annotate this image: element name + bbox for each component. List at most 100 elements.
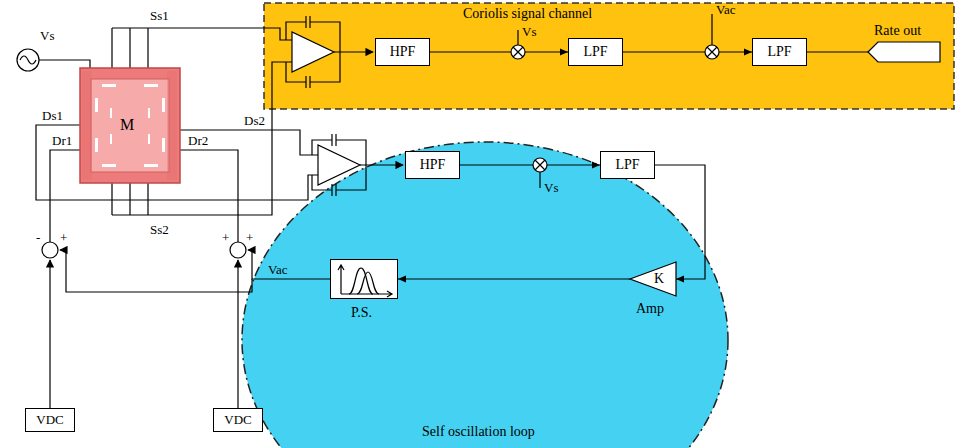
wire-group (17, 14, 712, 408)
connector-line (430, 51, 568, 52)
mixer (533, 158, 547, 172)
charge-amplifier (318, 145, 360, 185)
node-label: Amp (636, 300, 664, 317)
sensor-slit (148, 108, 150, 118)
response-curve (357, 272, 379, 294)
signal-wire (360, 164, 403, 165)
node-label: Self oscillation loop (422, 423, 535, 440)
bandpass-symbol (331, 260, 397, 298)
filter-box: LPF (600, 151, 655, 179)
sensor-slit (110, 134, 112, 144)
summing-junction (42, 242, 58, 258)
node-label: Coriolis signal channel (463, 5, 592, 22)
filter-box: HPF (405, 151, 460, 179)
region-fill (240, 140, 730, 448)
box-label: LPF (583, 44, 607, 60)
sensor-frame (80, 68, 180, 183)
bias-wire (237, 260, 238, 408)
sensor-slit (95, 138, 98, 152)
reference-wire (517, 30, 518, 45)
signal-label: Vac (716, 2, 736, 17)
connector-line (655, 165, 705, 279)
gain-amplifier: KAmp (630, 262, 676, 296)
sensor-slit (144, 164, 158, 167)
filter-box: VDC (213, 408, 263, 432)
signal-label: Vs (522, 24, 536, 39)
charge-amplifier (292, 32, 334, 72)
sensor-slit (102, 84, 116, 87)
signal-channel-region: Coriolis signal channelHPF LPF LPF Rate out (263, 2, 955, 110)
filter-box: VDC (25, 408, 75, 432)
connector-line (398, 278, 630, 279)
amplifier-outline (630, 262, 676, 296)
output-terminal: Rate out (868, 42, 940, 62)
region-outline (264, 3, 954, 109)
comb-finger (85, 71, 86, 180)
signal-label: + (60, 230, 67, 245)
comb-finger (87, 71, 88, 180)
mixer-cross (535, 160, 545, 170)
filter-box: LPF (752, 38, 807, 66)
comb-finger (83, 71, 84, 180)
oscillation-loop-region: Self oscillation loopHPFLPFKAmpP.S. (240, 140, 730, 448)
signal-label: Dr2 (188, 133, 208, 148)
arrowhead (676, 276, 684, 283)
comb-finger (176, 71, 177, 180)
signal-label: + (222, 230, 229, 245)
node-label: M (120, 115, 134, 134)
reference-wire (539, 172, 540, 188)
signal-label: Ss1 (150, 8, 169, 23)
feedback-capacitor (312, 134, 366, 196)
sensor-slit (162, 138, 165, 152)
signal-label: Ds1 (42, 108, 63, 123)
box-label: HPF (420, 157, 446, 173)
comb-finger (91, 71, 92, 180)
signal-label: + (246, 230, 253, 245)
reference-wire (711, 14, 712, 45)
sensor-slit (110, 108, 112, 118)
sensor-slit (102, 164, 116, 167)
box-label: LPF (615, 157, 639, 173)
signal-label: Dr1 (52, 133, 72, 148)
sine-symbol (20, 56, 36, 64)
vac-wire (60, 250, 252, 292)
node-label: K (654, 270, 664, 287)
node-label: P.S. (351, 304, 372, 321)
box-label: VDC (36, 412, 63, 428)
comb-finger (170, 71, 171, 180)
mixer (705, 45, 719, 59)
connector-line (623, 51, 752, 52)
sensor-slit (95, 98, 98, 112)
signal-label: Ss2 (150, 222, 169, 237)
connector (623, 49, 752, 56)
sensor-slit (144, 84, 158, 87)
gyro-sensor: M (80, 68, 180, 183)
signal-label: Vs (544, 180, 558, 195)
sensor-slit (148, 134, 150, 144)
drive-wire (180, 150, 238, 242)
arrowhead (398, 276, 406, 283)
box-label: HPF (390, 44, 416, 60)
connector (655, 165, 705, 283)
ac-source (17, 49, 39, 71)
connector (430, 49, 568, 56)
amplifier-shape (630, 262, 676, 296)
phase-shifter-box: P.S. (330, 259, 398, 299)
filter-box: HPF (375, 38, 430, 66)
feedback-capacitor (286, 16, 340, 88)
sense-wire (180, 130, 318, 155)
connector (460, 162, 600, 169)
comb-finger (168, 71, 169, 180)
mixer (511, 45, 525, 59)
terminal-shape (868, 42, 940, 62)
sensor-slit (162, 98, 165, 112)
arrowhead (560, 49, 568, 56)
drive-wire (39, 60, 90, 68)
bias-wire (49, 260, 50, 408)
box-label: LPF (767, 44, 791, 60)
signal-label: Vac (268, 262, 288, 277)
